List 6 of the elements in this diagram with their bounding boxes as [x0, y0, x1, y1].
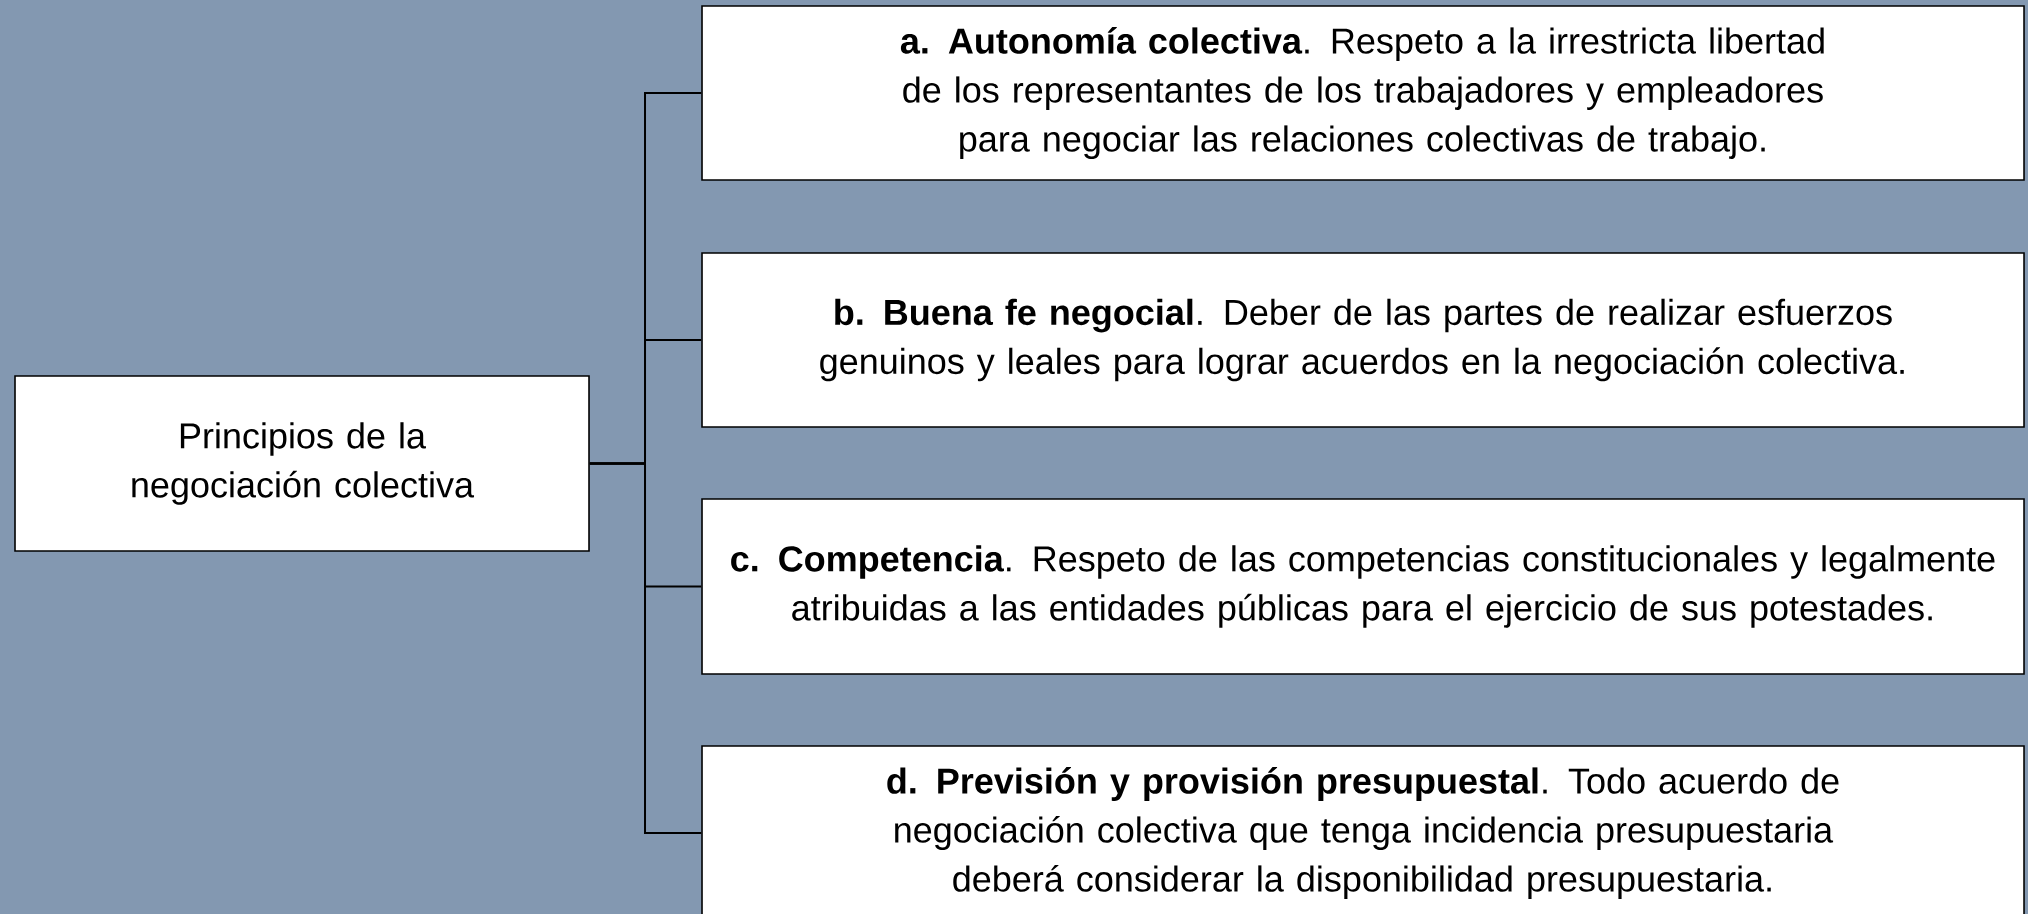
principle-box: b. Buena fe negocial. Deber de las partes de realizar esfuerzos genuinos y leales para lograr acuerdos en la negociación colectiva. — [701, 252, 2025, 428]
principle-box: c. Competencia. Respeto de las competencias constitucionales y legalmente atribuidas a las entidades públicas para el ejercicio de sus potestades. — [701, 498, 2025, 675]
principle-box: d. Previsión y provisión presupuestal. Todo acuerdo de negociación colectiva que tenga incidencia presupuestaria deberá considerar la disponibilidad presupuestaria. — [701, 745, 2025, 914]
connector — [588, 462, 703, 834]
principle-box: a. Autonomía colectiva. Respeto a la irrestricta libertad de los representantes de los trabajadores y empleadores para negociar las relaciones colectivas de trabajo. — [701, 5, 2025, 181]
topic-box: Principios de la negociación colectiva — [14, 375, 590, 552]
